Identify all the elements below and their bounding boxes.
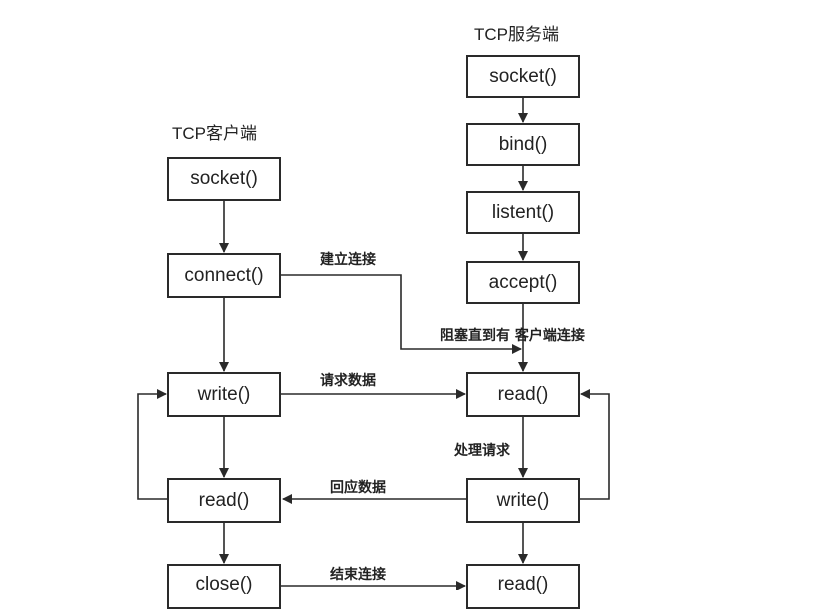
label-process-request: 处理请求 (454, 443, 510, 459)
arrow-establish-connection (281, 274, 522, 354)
label-request-data: 请求数据 (320, 373, 376, 389)
client-connect-box: connect() (167, 253, 281, 298)
server-read-end-box: read() (466, 564, 580, 609)
connector-layer (137, 97, 610, 590)
client-close-box: close() (167, 564, 281, 609)
tcp-flow-diagram: TCP服务端 TCP客户端 socket() bind() listent() … (137, 25, 610, 609)
client-title: TCP客户端 (172, 124, 257, 143)
client-socket-box: socket() (167, 157, 281, 201)
label-establish-connection: 建立连接 (320, 252, 376, 268)
arrow-server-loop (580, 389, 610, 500)
server-write-box: write() (466, 478, 580, 523)
label-end-connection: 结束连接 (330, 567, 386, 583)
server-bind-box: bind() (466, 123, 580, 166)
server-socket-box: socket() (466, 55, 580, 98)
server-accept-box: accept() (466, 261, 580, 304)
server-listen-box: listent() (466, 191, 580, 234)
client-read-box: read() (167, 478, 281, 523)
label-response-data: 回应数据 (330, 480, 386, 496)
client-write-box: write() (167, 372, 281, 417)
server-title: TCP服务端 (474, 25, 559, 44)
server-read-box: read() (466, 372, 580, 417)
label-block-until-client: 阻塞直到有 客户端连接 (440, 328, 585, 344)
arrow-client-loop (137, 389, 167, 500)
